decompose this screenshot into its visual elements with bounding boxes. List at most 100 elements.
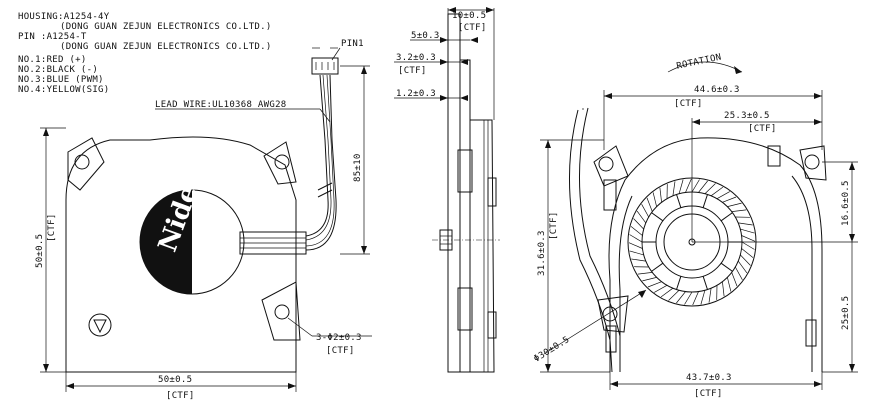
impeller-blade: [633, 218, 644, 230]
side-view-dims: 10±0.5 [CTF] 5±0.3 3.2±0.3 [CTF] 1.2±0.3: [394, 7, 495, 120]
impeller-blade: [704, 183, 716, 194]
impeller-blade: [731, 209, 747, 212]
impeller-blade: [629, 234, 643, 243]
rotation-label: ROTATION: [676, 52, 723, 71]
impeller-blade: [660, 287, 674, 298]
dim-thick-10: 10±0.5: [452, 11, 486, 21]
impeller-blade: [636, 210, 647, 224]
impeller-blade: [740, 228, 755, 234]
impeller-blade: [722, 281, 725, 297]
impeller-blade: [731, 272, 738, 287]
pin1-label: PIN1: [341, 39, 364, 49]
impeller-spoke: [720, 262, 733, 272]
dim-thick-12: 1.2±0.3: [396, 89, 436, 99]
impeller-blade: [684, 291, 693, 305]
dim-253: 25.3±0.5: [724, 111, 770, 121]
rear-ear-bottom-left: [597, 295, 629, 333]
dim-thick-10-ctf: [CTF]: [458, 23, 487, 33]
front-view: Nidec: [65, 136, 307, 373]
impeller-blade: [700, 290, 706, 305]
impeller-blade: [672, 181, 676, 196]
impeller-blade: [685, 178, 692, 193]
housing-label: HOUSING:A1254-4Y: [18, 12, 110, 22]
impeller-blade: [716, 191, 730, 200]
impeller-spoke: [651, 262, 664, 272]
header-notes: HOUSING:A1254-4Y (DONG GUAN ZEJUN ELECTR…: [18, 12, 331, 123]
impeller-blade: [737, 260, 748, 274]
impeller-blade: [678, 179, 684, 194]
dim-lead-length: 85±10: [340, 65, 370, 255]
mount-ear-top-left: [67, 137, 105, 191]
impeller-blade: [708, 288, 712, 303]
wire-1: NO.1:RED (+): [18, 55, 87, 65]
pin-maker: (DONG GUAN ZEJUN ELECTRONICS CO.LTD.): [60, 42, 272, 52]
impeller-spoke: [651, 212, 664, 222]
impeller-blade: [641, 204, 650, 218]
dim-166: 16.6±0.5: [841, 180, 851, 226]
impeller-blade: [741, 241, 755, 250]
rear-ear-top-left: [593, 145, 629, 187]
dim-phi30: Φ30±0.5: [532, 335, 571, 365]
dim-437: 43.7±0.3: [686, 373, 732, 383]
dim-front-height: 50±0.5 [CTF]: [35, 127, 66, 373]
impeller-blade: [676, 291, 686, 304]
impeller-blade: [637, 272, 653, 275]
impeller-blade: [692, 291, 699, 306]
dim-hole: 3-Φ2±0.3: [316, 333, 362, 343]
impeller-blade: [631, 258, 646, 262]
impeller-spoke: [720, 212, 733, 222]
impeller-blade: [629, 250, 644, 256]
dim-width-50: 50±0.5: [158, 375, 192, 385]
impeller-blade: [628, 242, 643, 249]
dim-height-50: 50±0.5: [35, 234, 45, 268]
wire-3: NO.3:BLUE (PWM): [18, 75, 104, 85]
impeller-blade: [652, 192, 657, 207]
dim-width-50-ctf: [CTF]: [166, 391, 195, 401]
dim-hole-ctf: [CTF]: [326, 346, 355, 356]
impeller-blade: [722, 196, 737, 203]
impeller-blade: [741, 235, 756, 242]
connector: [311, 57, 339, 75]
impeller-blade: [738, 222, 753, 226]
mount-ear-bottom-right: [261, 281, 301, 341]
side-view: [432, 13, 500, 373]
dim-437-ctf: [CTF]: [694, 389, 723, 399]
impeller-blade: [646, 197, 653, 212]
impeller-blade: [647, 281, 662, 288]
wire-4: NO.4:YELLOW(SIG): [18, 85, 110, 95]
dim-25: 25±0.5: [841, 296, 851, 330]
housing-maker: (DONG GUAN ZEJUN ELECTRONICS CO.LTD.): [60, 22, 272, 32]
dim-316-ctf: [CTF]: [549, 211, 559, 240]
impeller-blade: [741, 248, 754, 258]
impeller-blade: [642, 277, 657, 282]
impeller-blade: [740, 254, 751, 266]
impeller-blade: [668, 290, 680, 301]
impeller-blade: [734, 266, 743, 280]
dim-253-ctf: [CTF]: [748, 124, 777, 134]
impeller-spoke: [702, 276, 708, 290]
impeller-blade: [691, 179, 700, 193]
impeller-blade: [698, 180, 708, 193]
impeller-blade: [654, 284, 668, 293]
impeller-blade: [727, 277, 732, 292]
dim-446: 44.6±0.3: [694, 85, 740, 95]
rear-ear-top-right: [799, 145, 827, 181]
dim-height-50-ctf: [CTF]: [47, 213, 57, 242]
airflow-arrow-symbol: [88, 313, 112, 337]
pin-label: PIN :A1254-T: [18, 32, 87, 42]
mount-ear-top-right: [263, 141, 297, 185]
dim-lead-85: 85±10: [353, 153, 363, 182]
dim-316: 31.6±0.3: [537, 230, 547, 276]
dim-hole-callout: 3-Φ2±0.3 [CTF]: [287, 317, 372, 356]
impeller-spoke: [676, 194, 682, 208]
dim-thick-5: 5±0.3: [411, 31, 440, 41]
rear-view-dims: 44.6±0.3 [CTF] 25.3±0.5 [CTF] 31.6±0.3 […: [532, 85, 858, 399]
impeller-blade: [659, 187, 662, 203]
dim-thick-32: 3.2±0.3: [396, 53, 436, 63]
wire-2: NO.2:BLACK (-): [18, 65, 98, 75]
impeller-blade: [630, 226, 643, 236]
impeller-spoke: [702, 194, 708, 208]
impeller-spoke: [676, 276, 682, 290]
dim-thick-32-ctf: [CTF]: [398, 66, 427, 76]
